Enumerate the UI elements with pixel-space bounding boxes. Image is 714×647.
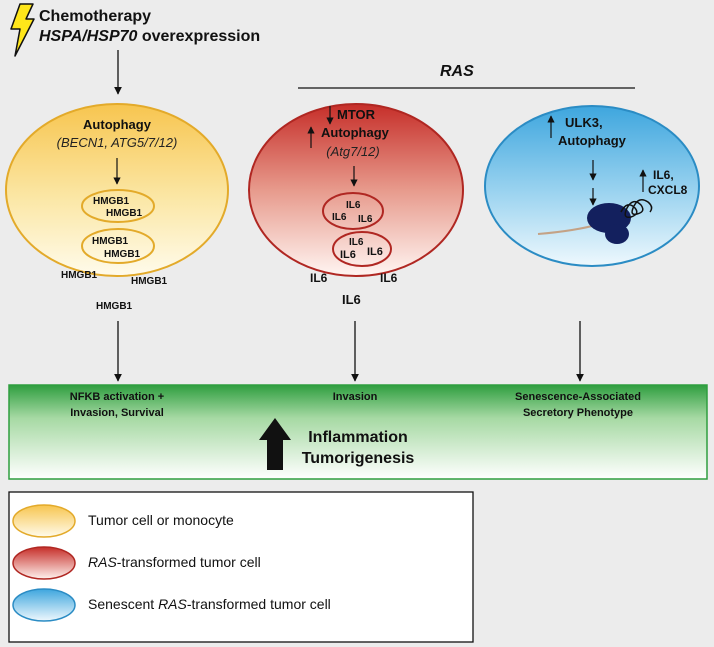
ras-label: RAS bbox=[440, 63, 474, 80]
cell1-vesicle-2 bbox=[81, 228, 155, 264]
band-col3: Senescence-Associated Secretory Phenotyp… bbox=[515, 391, 641, 419]
cell2-vesicle-2 bbox=[332, 231, 392, 267]
ras-cell-red bbox=[248, 103, 464, 277]
outcome-band bbox=[8, 384, 708, 480]
cell1-vesicle-label: HMGB1 bbox=[106, 208, 143, 219]
legend-box bbox=[8, 491, 474, 643]
cell2-vesicle-label: IL6 bbox=[358, 214, 373, 225]
cell1-genes: (BECN1, ATG5/7/12) bbox=[56, 135, 178, 150]
lightning-icon bbox=[10, 3, 35, 57]
cell2-vesicle-label: IL6 bbox=[340, 249, 356, 261]
cell2-vesicle-label: IL6 bbox=[332, 212, 347, 223]
legend-item-blue: Senescent RAS-transformed tumor cell bbox=[88, 596, 331, 612]
legend-swatch-red bbox=[12, 546, 76, 580]
cell1-title: Autophagy bbox=[83, 117, 151, 132]
cell3-autophagy: Autophagy bbox=[558, 133, 626, 148]
cell3-secreted-cxcl8: CXCL8 bbox=[648, 183, 688, 197]
cell1-released-label: HMGB1 bbox=[131, 276, 168, 287]
peptide-coil bbox=[620, 199, 653, 219]
cell1-released-label: HMGB1 bbox=[61, 270, 98, 281]
cell1-released-label: HMGB1 bbox=[96, 301, 133, 312]
cell2-released-label: IL6 bbox=[310, 271, 328, 285]
cell2-released-label: IL6 bbox=[380, 271, 398, 285]
cell2-mtor: MTOR bbox=[337, 107, 376, 122]
ribosome-small-subunit bbox=[605, 224, 629, 244]
band-outcome: Inflammation Tumorigenesis bbox=[301, 429, 415, 467]
cell2-autophagy: Autophagy bbox=[321, 125, 389, 140]
band-col2: Invasion bbox=[332, 391, 378, 403]
cell2-genes: (Atg7/12) bbox=[326, 144, 380, 159]
cell1-vesicle-1 bbox=[81, 189, 155, 223]
header-hspa-line: HSPA/HSP70 overexpression bbox=[39, 28, 261, 45]
cell1-vesicle-label: HMGB1 bbox=[92, 236, 129, 247]
legend-item-yellow: Tumor cell or monocyte bbox=[88, 512, 234, 528]
senescent-cell-blue bbox=[484, 105, 700, 267]
legend-swatch-blue bbox=[12, 588, 76, 622]
cell2-vesicle-label: IL6 bbox=[346, 200, 361, 211]
cell2-vesicle-label: IL6 bbox=[349, 237, 364, 248]
cell2-released-label: IL6 bbox=[342, 292, 361, 307]
cell3-ulk3: ULK3, bbox=[565, 115, 603, 130]
cell1-vesicle-label: HMGB1 bbox=[104, 249, 141, 260]
cell2-vesicle-label: IL6 bbox=[367, 246, 383, 258]
header-chemotherapy: Chemotherapy bbox=[39, 8, 152, 25]
band-col1: NFKB activation + Invasion, Survival bbox=[69, 391, 165, 419]
cell2-vesicle-1 bbox=[322, 192, 384, 230]
legend-item-red: RAS-transformed tumor cell bbox=[88, 554, 261, 570]
cell3-secreted-il6: IL6, bbox=[653, 168, 674, 182]
up-arrow-icon bbox=[259, 418, 291, 470]
cell1-vesicle-label: HMGB1 bbox=[93, 196, 130, 207]
legend-swatch-yellow bbox=[12, 504, 76, 538]
